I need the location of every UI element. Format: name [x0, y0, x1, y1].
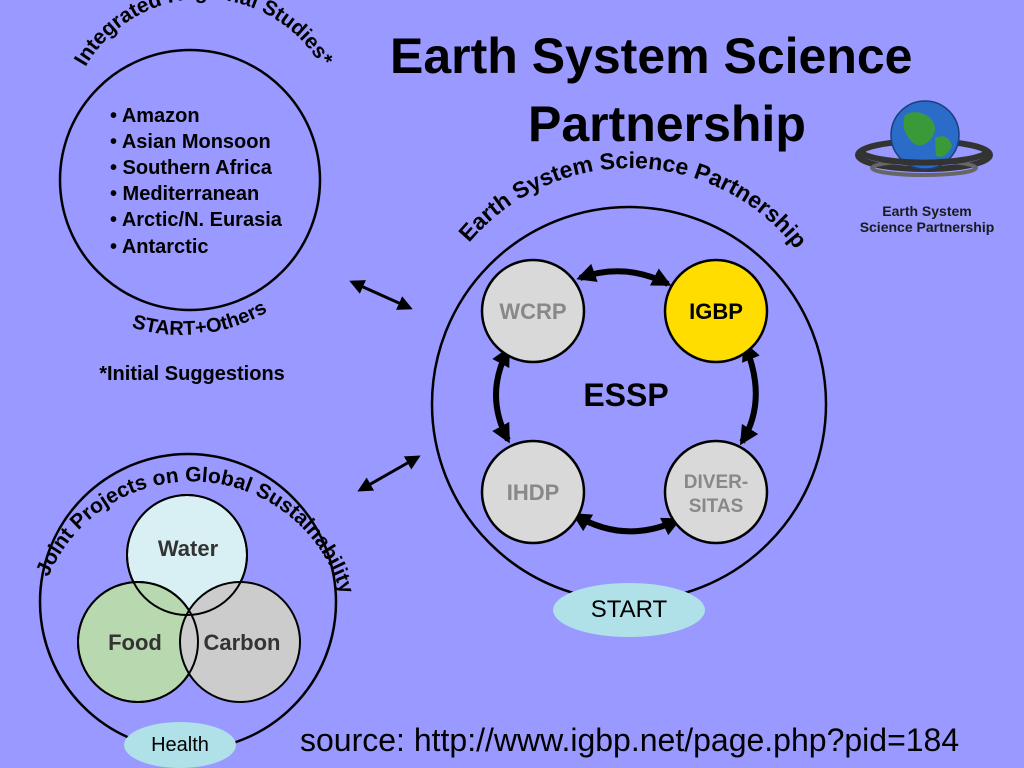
- initial-suggestions-footnote: *Initial Suggestions: [99, 363, 285, 385]
- diversitas-node: [663, 439, 769, 545]
- joint-to-essp-arrow: [357, 455, 421, 492]
- region-item-asian-monsoon: • Asian Monsoon: [110, 131, 271, 153]
- essp-center-label: ESSP: [583, 377, 668, 413]
- start-pill: START: [553, 583, 705, 637]
- wcrp-node: [480, 258, 586, 364]
- logo-text-line2: Science Partnership: [859, 219, 995, 235]
- diversitas-label-line2: SITAS: [689, 496, 744, 517]
- regional-studies-circle: [58, 48, 322, 312]
- region-item-mediterranean: • Mediterranean: [110, 183, 259, 205]
- start-label: START: [590, 596, 668, 623]
- region-item-southern-africa: • Southern Africa: [110, 157, 273, 179]
- health-pill: Health: [124, 722, 236, 768]
- ihdp-label: IHDP: [507, 480, 560, 505]
- carbon-label: Carbon: [204, 630, 281, 655]
- essp-arc-label: Earth System Science Partnership: [453, 147, 812, 253]
- regional-to-essp-arrow: [349, 280, 413, 310]
- igbp-diversitas-arrow: [739, 341, 760, 446]
- food-label: Food: [108, 630, 162, 655]
- page-title-line1: Earth System Science: [390, 28, 913, 84]
- globe-icon: [855, 100, 993, 177]
- region-item-antarctic: • Antarctic: [110, 236, 209, 258]
- region-item-arctic: • Arctic/N. Eurasia: [110, 209, 283, 231]
- igbp-node: [663, 258, 769, 364]
- ihdp-wcrp-arrow: [492, 346, 511, 444]
- logo-text-line1: Earth System: [882, 203, 972, 219]
- health-label: Health: [151, 733, 209, 756]
- region-item-amazon: • Amazon: [110, 105, 200, 127]
- diversitas-ihdp-arrow: [571, 512, 682, 536]
- igbp-label: IGBP: [689, 299, 743, 324]
- wcrp-igbp-arrow: [576, 263, 672, 287]
- wcrp-label: WCRP: [499, 299, 566, 324]
- source-citation: source: http://www.igbp.net/page.php?pid…: [300, 722, 960, 758]
- page-title-line2: Partnership: [528, 96, 806, 152]
- regional-studies-arc-label: Integrated Regional Studies*: [70, 0, 338, 71]
- diversitas-label-line1: DIVER-: [684, 472, 748, 493]
- ihdp-node: [480, 439, 586, 545]
- water-label: Water: [158, 536, 219, 561]
